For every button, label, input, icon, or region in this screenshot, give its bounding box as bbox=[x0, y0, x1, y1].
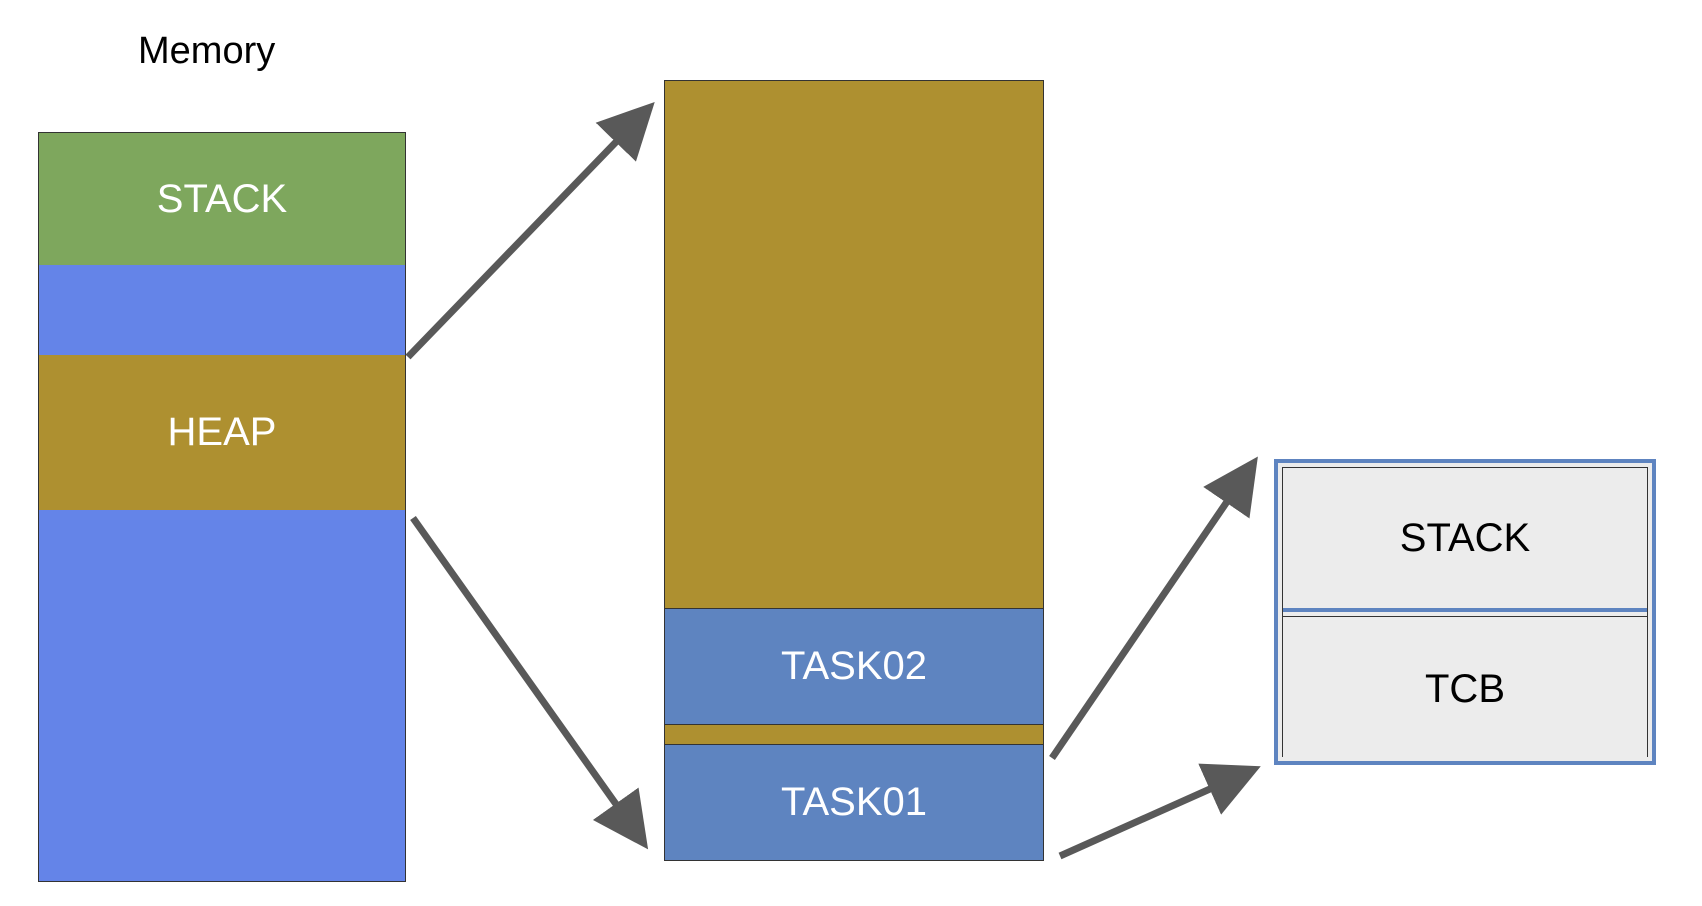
heap-task01-label: TASK01 bbox=[781, 780, 927, 824]
arrow-task-to-detail-bottom-icon bbox=[1058, 763, 1261, 860]
memory-stack-label: STACK bbox=[156, 176, 288, 221]
task-stack-label: STACK bbox=[1399, 515, 1531, 560]
heap-task02-block: TASK02 bbox=[665, 609, 1043, 725]
memory-heap-segment: HEAP bbox=[39, 355, 405, 510]
task-stack-block: STACK bbox=[1283, 468, 1647, 612]
memory-stack-segment: STACK bbox=[39, 133, 405, 265]
heap-free-region bbox=[665, 81, 1043, 609]
arrow-task-to-detail-top-icon bbox=[1049, 456, 1258, 760]
task-detail-inner: STACK TCB bbox=[1282, 467, 1648, 761]
task-tcb-label: TCB bbox=[1425, 666, 1505, 711]
memory-column: STACK HEAP bbox=[38, 132, 406, 882]
arrow-heap-to-top-icon bbox=[405, 101, 655, 360]
heap-task02-label: TASK02 bbox=[781, 644, 927, 688]
memory-free-segment-lower bbox=[39, 510, 405, 880]
task-detail-box: STACK TCB bbox=[1274, 459, 1656, 765]
arrow-heap-to-bottom-icon bbox=[410, 515, 649, 850]
memory-heap-label: HEAP bbox=[167, 410, 277, 454]
heap-task01-block: TASK01 bbox=[665, 745, 1043, 860]
task-tcb-block: TCB bbox=[1283, 616, 1647, 761]
memory-free-segment-upper bbox=[39, 265, 405, 355]
heap-detail-column: TASK02 TASK01 bbox=[664, 80, 1044, 861]
heap-gap-region bbox=[665, 725, 1043, 745]
memory-title: Memory bbox=[138, 30, 276, 72]
